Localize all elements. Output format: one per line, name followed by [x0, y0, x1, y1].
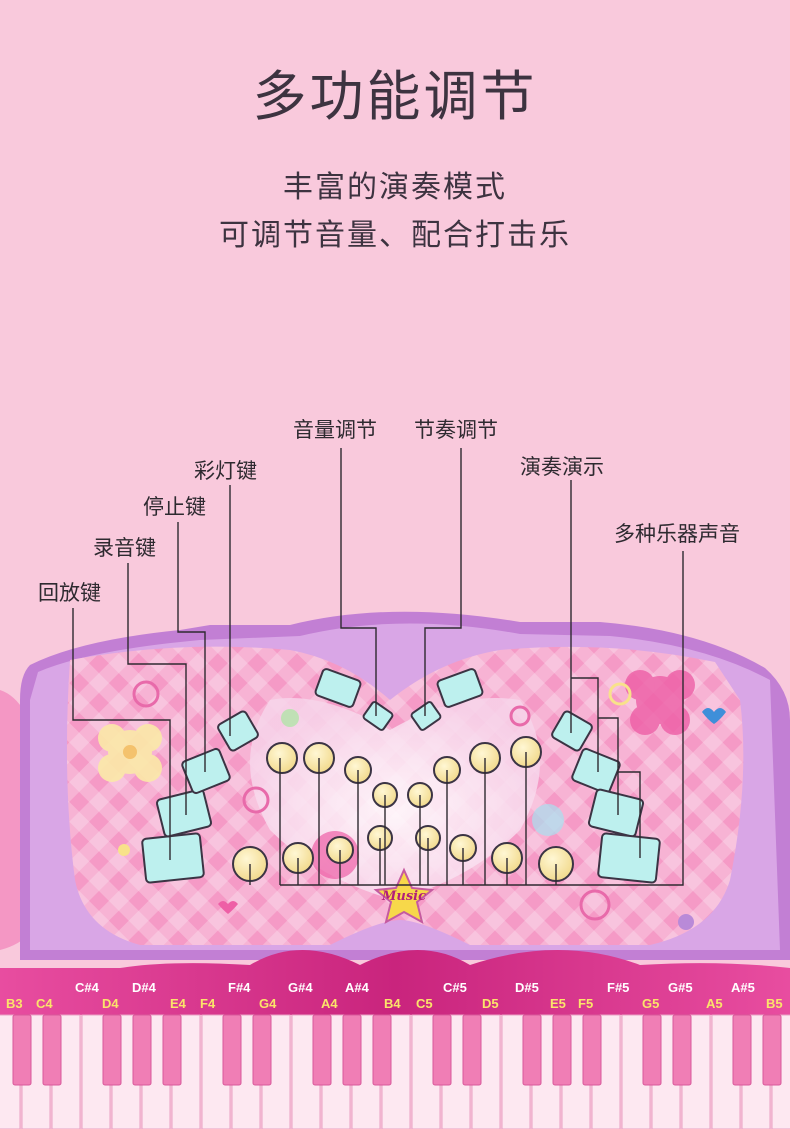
callout-playback: 回放键 — [38, 581, 101, 605]
callout-light: 彩灯键 — [194, 459, 257, 483]
black-key[interactable] — [312, 1014, 332, 1086]
note-label: D#5 — [515, 980, 539, 995]
instrument-button-1 — [571, 747, 621, 795]
right-button-group — [551, 710, 661, 884]
callout-rhythm: 节奏调节 — [414, 418, 498, 442]
rhythm-up-button — [436, 668, 484, 708]
subtitle-line-2: 可调节音量、配合打击乐 — [219, 218, 571, 253]
note-label: A4 — [321, 996, 338, 1011]
stop-button — [181, 747, 231, 795]
round-button — [266, 742, 298, 774]
black-key[interactable] — [162, 1014, 182, 1086]
keyboard-sharp-labels: C#4 D#4 F#4 G#4 A#4 C#5 D#5 F#5 G#5 A#5 — [75, 980, 755, 995]
note-label: G4 — [259, 996, 277, 1011]
callout-volume: 音量调节 — [293, 418, 377, 442]
flower-decoration-left — [98, 724, 162, 782]
black-key[interactable] — [42, 1014, 62, 1086]
subtitle-line-1: 丰富的演奏模式 — [283, 170, 507, 205]
note-label: D5 — [482, 996, 499, 1011]
note-label: F#5 — [607, 980, 629, 995]
callout-lines — [72, 448, 684, 886]
note-label: A#4 — [345, 980, 370, 995]
note-label: B3 — [6, 996, 23, 1011]
note-label: A#5 — [731, 980, 755, 995]
black-key[interactable] — [132, 1014, 152, 1086]
playback-button — [141, 832, 205, 884]
note-label: C4 — [36, 996, 53, 1011]
black-key[interactable] — [762, 1014, 782, 1086]
black-key[interactable] — [582, 1014, 602, 1086]
black-key[interactable] — [552, 1014, 572, 1086]
note-label: B4 — [384, 996, 401, 1011]
black-key[interactable] — [642, 1014, 662, 1086]
note-label: A5 — [706, 996, 723, 1011]
black-key[interactable] — [372, 1014, 392, 1086]
callout-demo: 演奏演示 — [520, 455, 604, 479]
flower-decoration-right — [625, 670, 695, 735]
note-label: G5 — [642, 996, 659, 1011]
black-key[interactable] — [342, 1014, 362, 1086]
page-title: 多功能调节 — [252, 65, 538, 128]
note-label: B5 — [766, 996, 783, 1011]
music-logo-text: Music — [381, 889, 426, 904]
black-key[interactable] — [222, 1014, 242, 1086]
callout-instruments: 多种乐器声音 — [614, 522, 740, 546]
note-label: E4 — [170, 996, 187, 1011]
volume-up-button — [314, 668, 362, 708]
black-key[interactable] — [732, 1014, 752, 1086]
note-label: D#4 — [132, 980, 157, 995]
note-label: F#4 — [228, 980, 251, 995]
note-label: C#5 — [443, 980, 467, 995]
volume-down-button — [362, 701, 394, 731]
piano-keys — [0, 1014, 790, 1129]
black-key[interactable] — [432, 1014, 452, 1086]
demo-button — [551, 710, 593, 752]
note-label: G#5 — [668, 980, 693, 995]
rhythm-down-button — [410, 701, 442, 731]
black-key[interactable] — [12, 1014, 32, 1086]
music-logo: Music — [373, 867, 435, 924]
keyboard-label-strip — [0, 950, 790, 1015]
black-key[interactable] — [102, 1014, 122, 1086]
callout-record: 录音键 — [93, 536, 156, 560]
note-label: C5 — [416, 996, 433, 1011]
note-label: C#4 — [75, 980, 100, 995]
note-label: F5 — [578, 996, 593, 1011]
black-key[interactable] — [522, 1014, 542, 1086]
note-label: G#4 — [288, 980, 313, 995]
instrument-button-3 — [597, 832, 661, 884]
keyboard-natural-labels: B3 C4 D4 E4 F4 G4 A4 B4 C5 D5 E5 F5 G5 A… — [6, 996, 783, 1011]
instrument-button-2 — [587, 788, 645, 838]
black-key[interactable] — [672, 1014, 692, 1086]
note-label: F4 — [200, 996, 216, 1011]
callout-stop: 停止键 — [143, 495, 206, 519]
black-key[interactable] — [252, 1014, 272, 1086]
note-label: E5 — [550, 996, 566, 1011]
black-key[interactable] — [462, 1014, 482, 1086]
note-label: D4 — [102, 996, 119, 1011]
